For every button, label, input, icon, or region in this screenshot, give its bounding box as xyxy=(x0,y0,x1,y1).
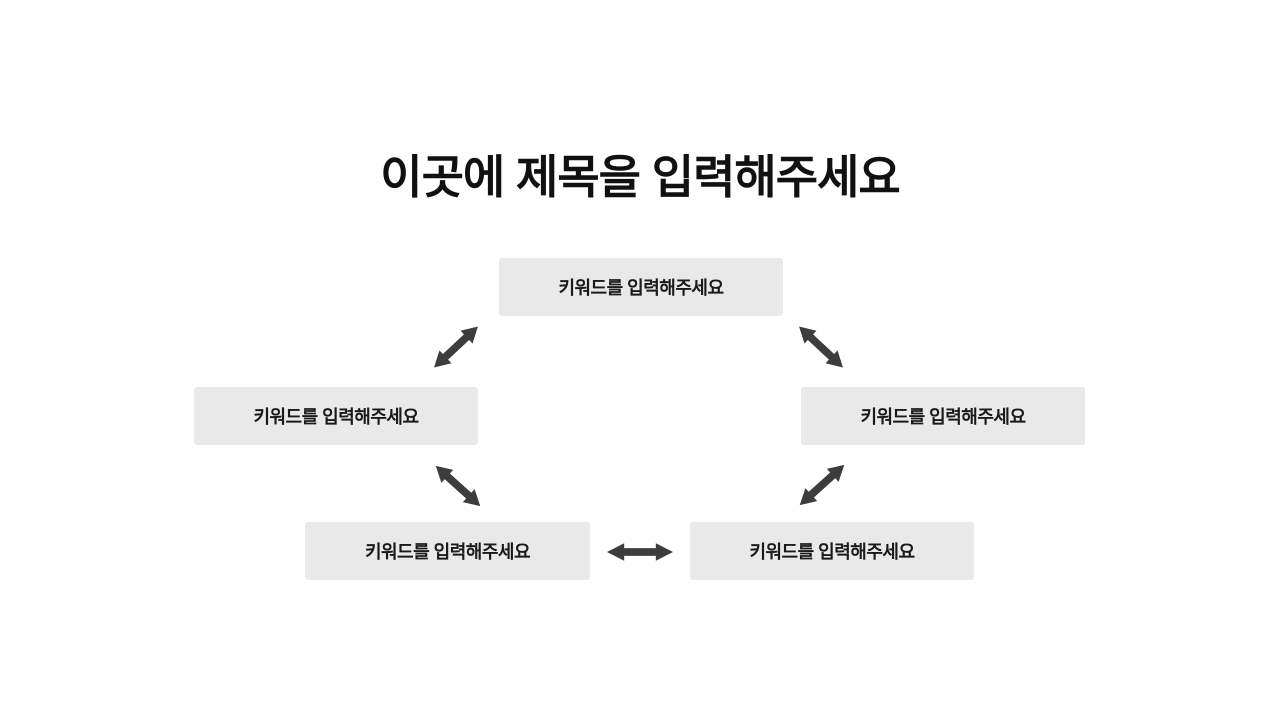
keyword-box-left[interactable]: 키워드를 입력해주세요 xyxy=(194,387,478,445)
keyword-box-bottom-left[interactable]: 키워드를 입력해주세요 xyxy=(305,522,590,580)
slide-title[interactable]: 이곳에 제목을 입력해주세요 xyxy=(380,151,900,203)
keyword-box-top[interactable]: 키워드를 입력해주세요 xyxy=(499,258,783,316)
keyword-box-bottom-right-label: 키워드를 입력해주세요 xyxy=(749,542,915,562)
double-arrow-left-to-bottom-left-icon xyxy=(428,458,487,514)
keyword-box-right-label: 키워드를 입력해주세요 xyxy=(860,407,1026,427)
double-arrow-bottom-right-to-right-icon xyxy=(792,457,851,513)
keyword-box-bottom-right[interactable]: 키워드를 입력해주세요 xyxy=(690,522,974,580)
double-arrow-bottom-left-to-bottom-right-icon xyxy=(607,541,673,563)
keyword-box-left-label: 키워드를 입력해주세요 xyxy=(253,407,419,427)
keyword-box-bottom-left-label: 키워드를 입력해주세요 xyxy=(364,542,531,562)
keyword-box-right[interactable]: 키워드를 입력해주세요 xyxy=(801,387,1085,445)
double-arrow-top-to-right-icon xyxy=(792,318,851,375)
keyword-box-top-label: 키워드를 입력해주세요 xyxy=(558,278,724,298)
double-arrow-left-to-top-icon xyxy=(427,318,486,375)
